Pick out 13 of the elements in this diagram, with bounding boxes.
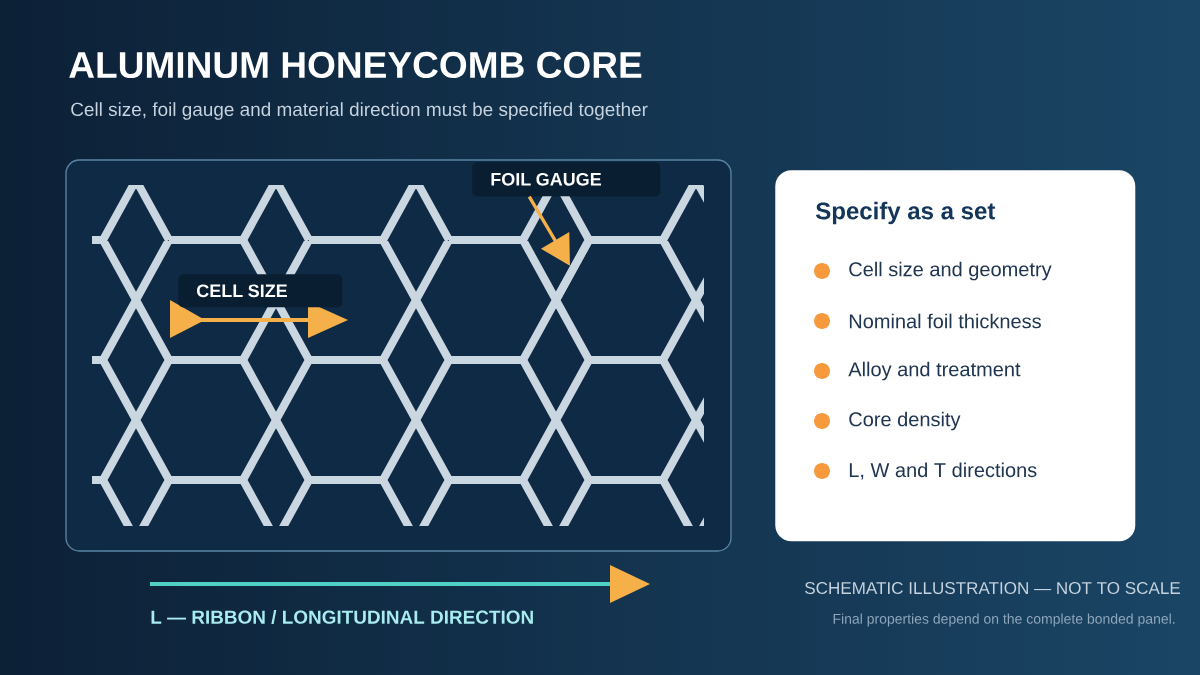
tag-label: CELL SIZE (178, 274, 343, 308)
tag-label: FOIL GAUGE (472, 162, 661, 197)
list-item: Nominal foil thickness (849, 313, 1041, 329)
direction-label: L — RIBBON / LONGITUDINAL DIRECTION (151, 609, 533, 625)
list-item: Core density (849, 411, 961, 431)
list-item: Alloy and treatment (848, 361, 1021, 381)
scale-note: SCHEMATIC ILLUSTRATION — NOT TO SCALE (805, 581, 1180, 595)
footnote: Final properties depend on the complete bonded panel. (833, 613, 1175, 627)
title: ALUMINUM HONEYCOMB CORE (69, 51, 642, 79)
list-item: L, W and T directions (849, 462, 1037, 480)
list-item: Cell size and geometry (849, 261, 1052, 281)
card-heading: Specify as a set (815, 201, 996, 225)
subtitle: Cell size, foil gauge and material direction must be specified together (71, 102, 648, 120)
